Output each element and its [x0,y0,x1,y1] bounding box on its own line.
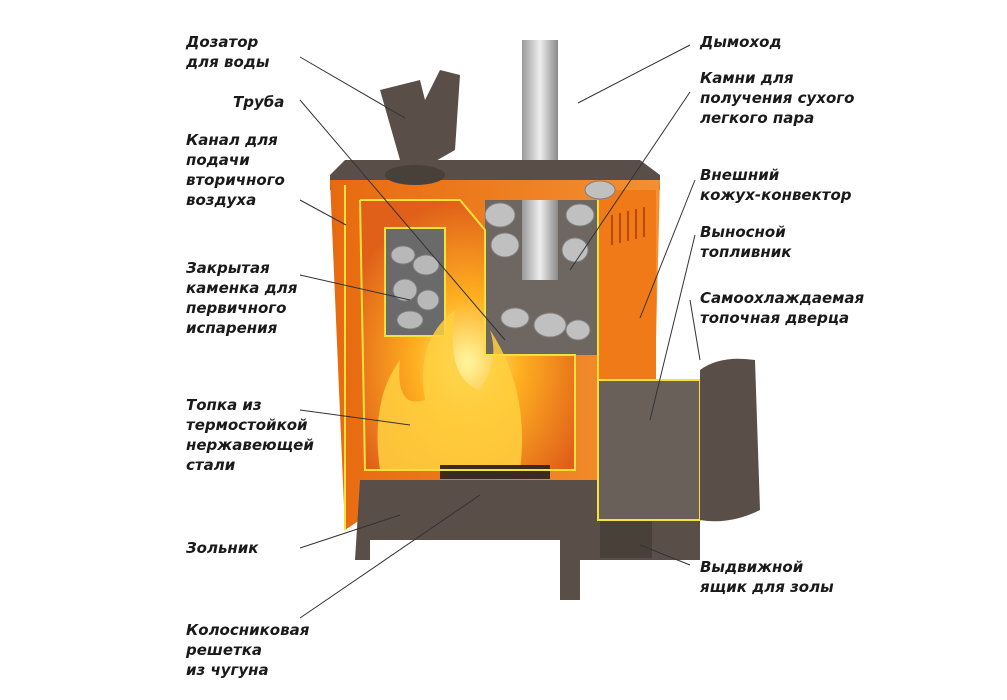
inner-pipe [522,200,558,280]
dispenser-base [385,165,445,185]
remote-fuel-channel [597,379,701,521]
label-pipe: Труба [233,93,285,111]
leader-stones [569,91,691,271]
leader-convector [639,179,696,319]
label-closed-heater: Закрытая каменка для первичного испарени… [186,259,298,337]
ash-pit [355,480,700,600]
label-ash-pit: Зольник [186,539,259,557]
leader-secondary-air-channel [299,199,347,226]
label-chimney: Дымоход [700,33,782,51]
leader-grate [299,494,481,619]
leader-closed-heater [299,274,411,301]
label-self-cooling-door: Самоохлаждаемая топочная дверца [700,289,865,327]
label-firebox: Топка из термостойкой нержавеющей стали [186,396,314,474]
leader-self-cooling-door [689,299,701,361]
leader-pipe [299,99,506,341]
leader-firebox [299,409,411,426]
leader-water-dispenser [299,56,406,119]
leader-lines [299,44,701,619]
leader-chimney [577,44,691,104]
convector-vents [611,207,645,245]
leader-remote-fuel-channel [649,234,696,421]
flames [377,310,522,470]
water-dispenser [380,70,460,170]
label-secondary-air-channel: Канал для подачи вторичного воздуха [186,131,285,209]
sauna-stones [484,180,616,341]
section-outlines [344,185,599,530]
label-convector: Внешний кожух-конвектор [700,166,852,204]
grate [440,465,550,479]
stove-door [700,358,760,522]
leader-ash-pit [299,514,401,549]
label-ash-drawer: Выдвижной ящик для золы [700,558,834,596]
leader-ash-drawer [639,544,691,566]
heater-stones [390,245,440,330]
label-stones: Камни для получения сухого легкого пара [700,69,855,127]
label-grate: Колосниковая решетка из чугуна [186,621,310,679]
ash-drawer [600,520,652,558]
label-water-dispenser: Дозатор для воды [186,33,270,71]
label-remote-fuel-channel: Выносной топливник [700,223,792,261]
